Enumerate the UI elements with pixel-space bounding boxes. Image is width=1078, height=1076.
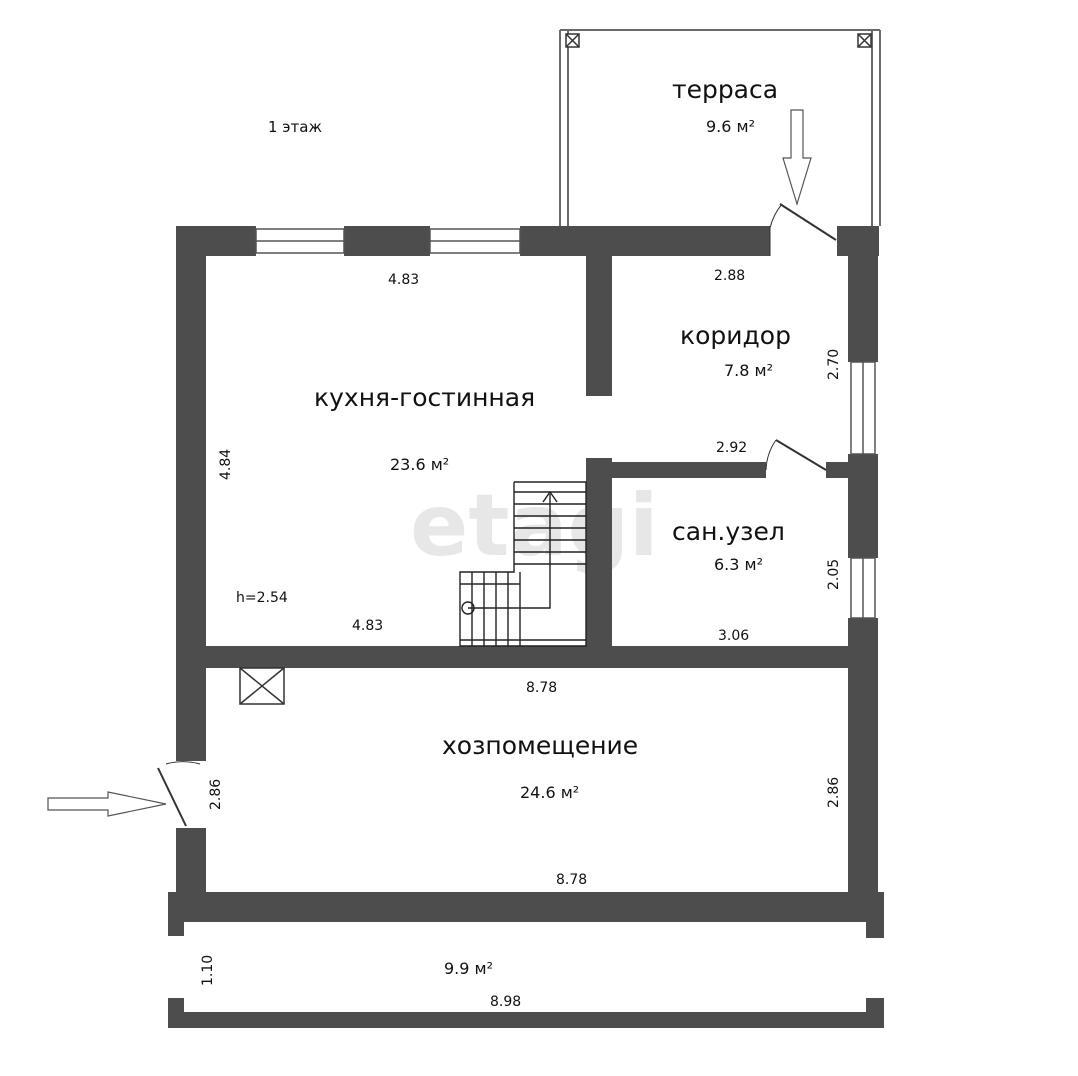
window bbox=[429, 228, 521, 254]
floor-label: 1 этаж bbox=[268, 118, 322, 136]
ventilation-shaft-icon bbox=[239, 667, 285, 705]
porch-dim-depth: 1.10 bbox=[200, 955, 216, 986]
terrace-outline bbox=[559, 29, 881, 226]
column-icon bbox=[565, 33, 580, 48]
porch-area: 9.9 м² bbox=[444, 959, 493, 978]
terrace-name: терраса bbox=[672, 75, 778, 104]
kitchen-height: h=2.54 bbox=[236, 590, 288, 606]
kitchen-dim-top: 4.83 bbox=[388, 272, 419, 288]
utility-dim-left: 2.86 bbox=[208, 779, 224, 810]
walls bbox=[168, 226, 884, 1028]
utility-dim-top: 8.78 bbox=[526, 680, 557, 696]
corridor-name: коридор bbox=[680, 321, 791, 350]
porch-dim-width: 8.98 bbox=[490, 994, 521, 1010]
window bbox=[850, 361, 876, 455]
utility-entrance-door bbox=[157, 761, 201, 827]
kitchen-dim-bottom: 4.83 bbox=[352, 618, 383, 634]
bathroom-dim-side: 2.05 bbox=[826, 559, 842, 590]
corridor-dim-side: 2.70 bbox=[826, 349, 842, 380]
kitchen-area: 23.6 м² bbox=[390, 455, 449, 474]
utility-dim-right: 2.86 bbox=[826, 777, 842, 808]
utility-dim-bottom: 8.78 bbox=[556, 872, 587, 888]
terrace-area: 9.6 м² bbox=[706, 117, 755, 136]
corridor-area: 7.8 м² bbox=[724, 361, 773, 380]
entrance-arrow-icon bbox=[47, 791, 167, 817]
bathroom-dim-bottom: 3.06 bbox=[718, 628, 749, 644]
corridor-dim-bottom: 2.92 bbox=[716, 440, 747, 456]
kitchen-name: кухня-гостинная bbox=[314, 383, 535, 412]
terrace-door bbox=[769, 203, 837, 256]
terrace-entrance-arrow-icon bbox=[782, 109, 812, 207]
window bbox=[255, 228, 345, 254]
utility-name: хозпомещение bbox=[442, 731, 638, 760]
column-icon bbox=[857, 33, 872, 48]
bathroom-area: 6.3 м² bbox=[714, 555, 763, 574]
corridor-dim-top: 2.88 bbox=[714, 268, 745, 284]
utility-area: 24.6 м² bbox=[520, 783, 579, 802]
watermark: etagi bbox=[410, 476, 659, 576]
stair-icon bbox=[459, 481, 587, 647]
corridor-bathroom-door bbox=[765, 439, 827, 471]
bathroom-name: сан.узел bbox=[672, 517, 785, 546]
kitchen-dim-side: 4.84 bbox=[218, 449, 234, 480]
window bbox=[850, 557, 876, 619]
